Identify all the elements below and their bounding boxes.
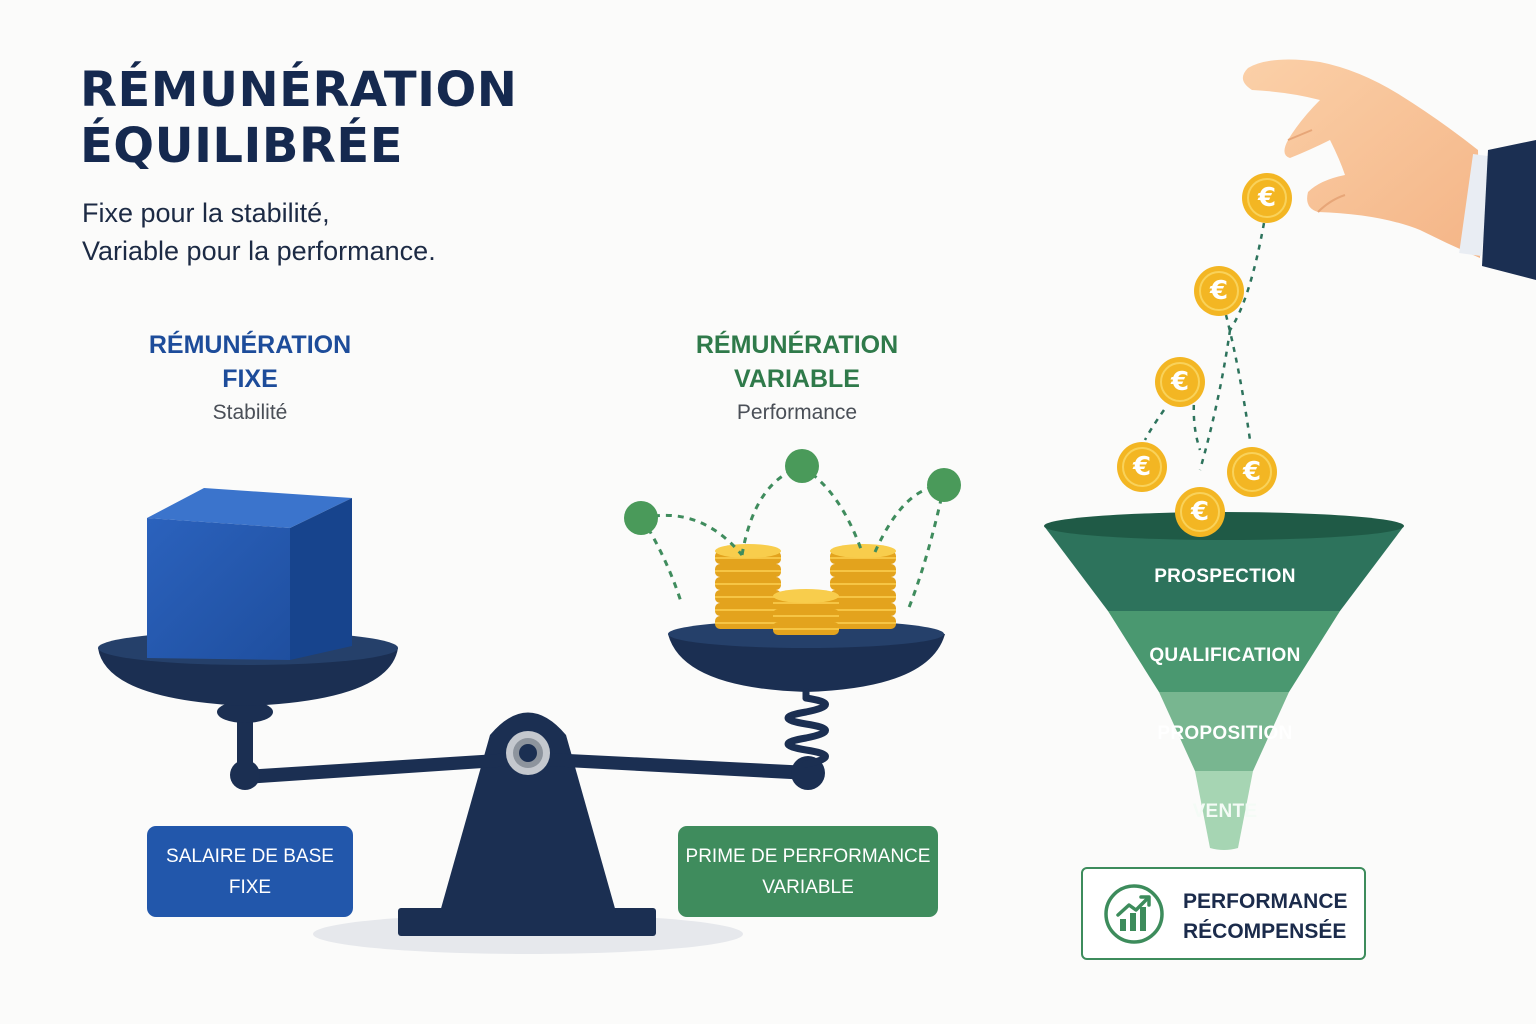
fixed-heading-line-2: FIXE (222, 365, 278, 393)
variable-subheading: Performance (736, 401, 858, 424)
euro-coin (1242, 173, 1292, 223)
coin-stack-icon (715, 544, 896, 635)
growth-chart-icon (1104, 884, 1164, 944)
fixed-heading-line-1: RÉMUNÉRATION (148, 331, 352, 359)
title-line-2: ÉQUILIBRÉE (80, 118, 403, 174)
euro-symbol: € (1257, 183, 1277, 213)
subtitle-line-2: Variable pour la performance. (82, 236, 436, 266)
euro-symbol: € (1190, 497, 1210, 527)
badge-label: PERFORMANCE RÉCOMPENSÉE (1183, 887, 1348, 947)
fixed-pay-heading: RÉMUNÉRATION FIXE Stabilité (90, 328, 410, 428)
base-salary-tag: SALAIRE DE BASE FIXE (147, 826, 353, 917)
green-dot (927, 468, 961, 502)
euro-coin-icon (1117, 173, 1292, 537)
base-salary-tag-line-1: SALAIRE DE BASE (166, 845, 334, 867)
title-line-1: RÉMUNÉRATION (80, 62, 518, 118)
funnel-icon (1044, 512, 1404, 850)
coin-top (715, 544, 781, 558)
euro-coin (1117, 442, 1167, 492)
page-title: RÉMUNÉRATION ÉQUILIBRÉE (80, 62, 517, 174)
subtitle-line-1: Fixe pour la stabilité, (82, 198, 330, 228)
spring-icon (784, 688, 829, 768)
base-salary-tag-line-2: FIXE (228, 876, 272, 898)
funnel-stage-vente: VENTE (1192, 801, 1258, 822)
euro-symbol: € (1132, 452, 1152, 482)
performance-badge: PERFORMANCE RÉCOMPENSÉE (1081, 867, 1366, 960)
funnel-stage-prospection: PROSPECTION (1154, 566, 1296, 587)
blue-cube-icon (147, 488, 352, 660)
page-subtitle: Fixe pour la stabilité, Variable pour la… (82, 194, 436, 270)
performance-bonus-tag: PRIME DE PERFORMANCE VARIABLE (678, 826, 938, 917)
euro-coin (1175, 487, 1225, 537)
coin-trajectories (1143, 222, 1266, 471)
bonus-trajectories (640, 465, 946, 611)
euro-coin (1155, 357, 1205, 407)
green-dot (785, 449, 819, 483)
euro-coin (1227, 447, 1277, 497)
euro-symbol: € (1209, 276, 1229, 306)
variable-heading-line-1: RÉMUNÉRATION (695, 331, 899, 359)
performance-bonus-tag-line-2: VARIABLE (762, 876, 854, 898)
euro-symbol: € (1242, 457, 1262, 487)
funnel-stage-qualification: QUALIFICATION (1149, 645, 1301, 666)
badge-line-2: RÉCOMPENSÉE (1183, 920, 1347, 943)
euro-symbol: € (1170, 367, 1190, 397)
coin-top (830, 544, 896, 558)
performance-bonus-tag-line-1: PRIME DE PERFORMANCE (685, 845, 931, 867)
hand-icon (1242, 59, 1536, 280)
fixed-subheading: Stabilité (212, 401, 288, 424)
variable-pay-heading: RÉMUNÉRATION VARIABLE Performance (637, 328, 957, 428)
coin-top (773, 589, 839, 603)
green-dot (624, 501, 658, 535)
variable-heading-line-2: VARIABLE (734, 365, 860, 393)
funnel-stage-proposition: PROPOSITION (1157, 723, 1293, 744)
euro-coin (1194, 266, 1244, 316)
badge-line-1: PERFORMANCE (1183, 890, 1348, 913)
